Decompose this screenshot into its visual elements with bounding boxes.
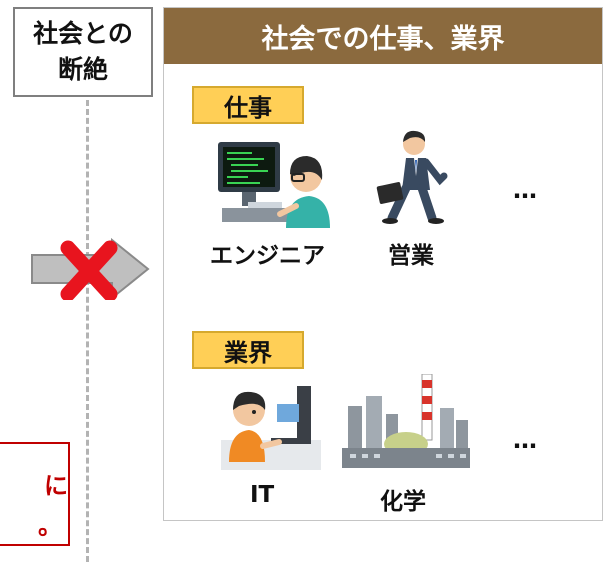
chemical-plant-illustration <box>342 374 470 468</box>
industry-chemical-label: 化学 <box>380 489 426 515</box>
job-engineer-label: エンジニア <box>210 243 325 269</box>
society-panel: 社会での仕事、業界 仕事 … エンジニア 営業 業界 <box>163 7 603 521</box>
engineer-illustration <box>218 142 330 228</box>
panel-title: 社会での仕事、業界 <box>164 8 602 64</box>
jobs-tag: 仕事 <box>192 86 304 124</box>
industries-ellipsis: … <box>513 426 540 454</box>
callout-box: に 。 <box>0 442 70 546</box>
disconnect-label-line1: 社会との <box>33 19 133 48</box>
dashed-divider <box>86 100 89 562</box>
salesperson-illustration <box>376 130 448 224</box>
callout-text-line2: 。 <box>38 512 62 540</box>
job-sales-label: 営業 <box>388 243 434 269</box>
cross-mark <box>60 240 118 300</box>
industries-tag: 業界 <box>192 331 304 369</box>
industry-it-label: IT <box>250 482 275 508</box>
blocked-arrow-icon <box>31 238 150 300</box>
callout-text-line1: に <box>44 472 68 500</box>
disconnect-label-line2: 断絶 <box>57 55 108 84</box>
jobs-ellipsis: … <box>513 176 540 204</box>
disconnect-label-box: 社会との 断絶 <box>13 7 153 97</box>
it-worker-illustration <box>221 386 321 470</box>
